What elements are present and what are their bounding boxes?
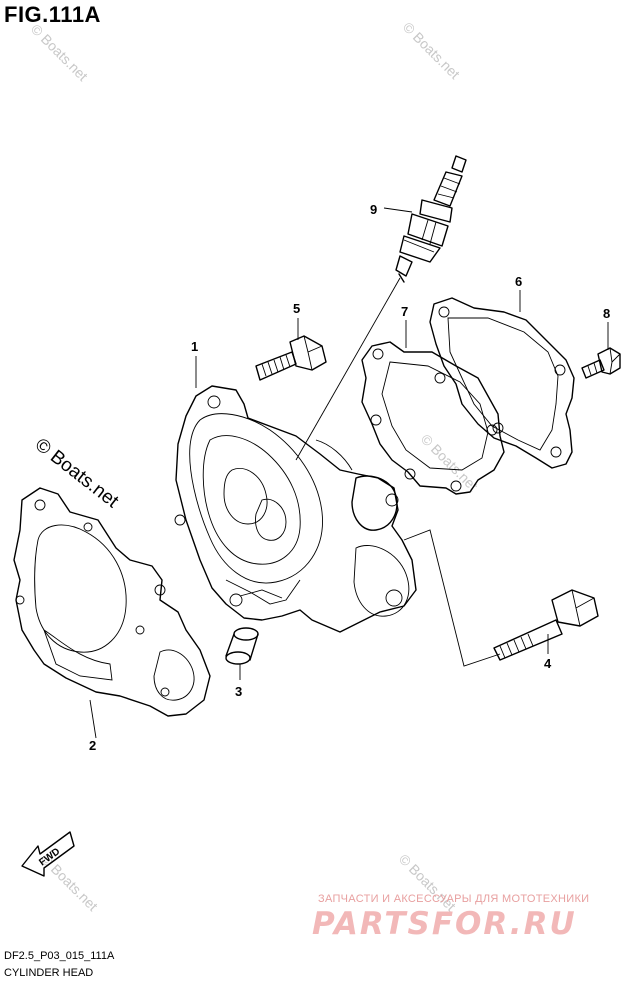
leader-lines [89, 207, 609, 739]
callout-6: 6 [515, 274, 522, 289]
callout-2: 2 [89, 738, 96, 753]
part-head-gasket [13, 487, 211, 717]
partsfor-watermark-logo: PARTSFOR.RU [312, 906, 577, 942]
callout-8: 8 [603, 306, 610, 321]
callout-5: 5 [293, 301, 300, 316]
callouts: 1 2 3 4 5 6 7 8 9 [89, 202, 610, 753]
callout-3: 3 [235, 684, 242, 699]
boats-watermark-main: © Boats.net [31, 434, 123, 512]
figure-code: DF2.5_P03_015_111A [4, 950, 115, 962]
boats-watermark: © Boats.net [418, 431, 481, 494]
part-spark-plug [395, 155, 467, 283]
callout-9: 9 [370, 202, 377, 217]
callout-7: 7 [401, 304, 408, 319]
callout-1: 1 [191, 339, 198, 354]
callout-4: 4 [544, 656, 552, 671]
part-dowel-pin [225, 627, 259, 665]
part-head-cover [429, 297, 575, 469]
figure-name: CYLINDER HEAD [4, 967, 94, 979]
boats-watermark: © Boats.net [400, 19, 463, 82]
part-bolt-8 [581, 347, 621, 379]
figure-title: FIG.111A [4, 2, 101, 27]
part-cylinder-head [174, 385, 417, 633]
partsfor-watermark-tagline: ЗАПЧАСТИ И АКСЕССУАРЫ ДЛЯ МОТОТЕХНИКИ [318, 893, 590, 905]
part-bolt-5 [255, 335, 327, 381]
part-cover-gasket [361, 341, 505, 495]
boats-watermarks: © Boats.net © Boats.net © Boats.net © Bo… [28, 19, 481, 914]
boats-watermark: © Boats.net [28, 21, 91, 84]
part-bolt-4 [493, 589, 599, 661]
